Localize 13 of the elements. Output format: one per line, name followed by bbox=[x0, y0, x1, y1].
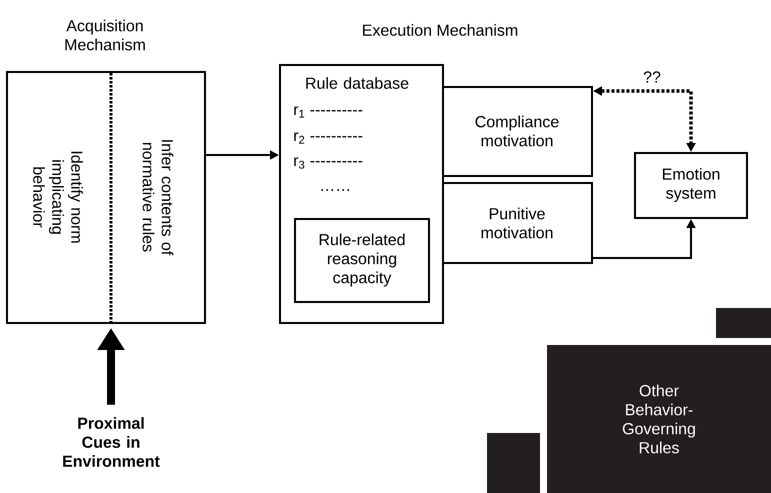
process-box: Rule-related reasoning capacity bbox=[294, 218, 430, 303]
node-label: Acquisition Mechanism bbox=[65, 20, 145, 50]
filled-block bbox=[716, 308, 771, 338]
process-box: Compliance motivation bbox=[442, 86, 593, 177]
box-section: Identify norm implicating behavior bbox=[33, 152, 83, 243]
heading: Execution Mechanism bbox=[363, 24, 518, 36]
edge-label: ?? bbox=[642, 70, 662, 84]
input-label: Proximal Cues in Environment bbox=[63, 417, 160, 467]
filled-block bbox=[487, 433, 540, 493]
box-section: Infer contents of normative rules bbox=[142, 140, 174, 256]
process-box: Punitive motivation bbox=[442, 182, 593, 264]
filled-block: Other Behavior-Governing Rules bbox=[547, 345, 771, 493]
process-box: Emotion system bbox=[634, 152, 748, 219]
